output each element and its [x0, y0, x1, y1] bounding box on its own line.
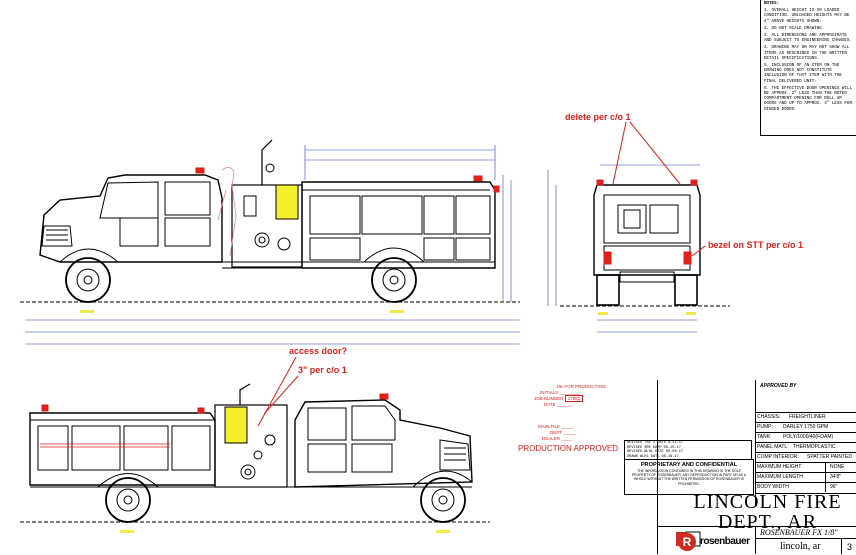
note-item: 2. DO NOT SCALE DRAWING.: [764, 26, 825, 31]
stamp-approved: PRODUCTION APPROVED: [518, 444, 619, 453]
spec-row-pump: PUMP:DARLEY 1750 GPM: [755, 422, 856, 433]
stamp-job-number: 17882: [564, 395, 584, 402]
annotation-three-inch: 3" per c/o 1: [298, 365, 347, 375]
note-item: 3. ALL DIMENSIONS ARE APPROXIMATE AND SU…: [764, 34, 852, 44]
spec-row-panel: PANEL MATL:THERMOPLASTIC: [755, 442, 856, 453]
brand-name: rosenbauer: [700, 536, 750, 547]
stamp-main-file-label: MAIN FILE: [538, 424, 561, 429]
revision-row: REVISED WLH1 DATE 09-08-17: [627, 450, 684, 455]
note-item: 5. INCLUSION OF AN ITEM ON THE DRAWING D…: [764, 64, 842, 84]
brand-logo-icon: R: [678, 533, 696, 551]
stamp-dealer-label: DEALER: [542, 436, 561, 441]
customer-line-1: LINCOLN FIRE: [693, 491, 842, 513]
spec-row-tank: TANK:POLY/1000/40(FOAM): [755, 432, 856, 443]
annotation-access-door: access door?: [289, 346, 348, 356]
side-elevation-driver: [20, 139, 520, 345]
spec-row-comp: COMP INTERIOR:SPATTER PAINTED: [755, 452, 856, 463]
stamp-job-label: JOB NUMBER: [534, 396, 564, 401]
approved-box: APPROVED BY: [755, 380, 856, 412]
side-elevation-passenger: [20, 383, 490, 523]
spec-row-chassis: CHASSIS:FREIGHTLINER: [755, 412, 856, 423]
proprietary-title: PROPRIETARY AND CONFIDENTIAL: [640, 462, 738, 468]
note-item: 1. OVERALL HEIGHT IS IN LOADED CONDITION…: [764, 9, 850, 24]
note-item: 6. THE EFFECTIVE DOOR OPENINGS WILL BE A…: [764, 86, 852, 112]
stamp-date-label: DATE: [544, 402, 556, 407]
production-stamp: OK FOR PRODUCTION INITIALS ________ JOB …: [518, 384, 628, 454]
sheet-number: 3: [841, 538, 856, 554]
revision-row: DRAWN WLH1 DATE 08-16-17: [627, 454, 679, 459]
customer-name: LINCOLN FIRE DEPT., AR: [678, 492, 856, 532]
annotation-delete: delete per c/o 1: [565, 112, 631, 122]
model-label: ROSENBAUER FX 1/8": [755, 526, 856, 538]
stamp-dept-label: DEPT: [550, 430, 562, 435]
file-name: lincoln, ar: [755, 538, 841, 554]
title-block: APPROVED BY CHASSIS:FREIGHTLINER PUMP:DA…: [657, 380, 856, 554]
proprietary-box: PROPRIETARY AND CONFIDENTIAL THE INFORMA…: [624, 459, 754, 495]
customer-line-2: DEPT., AR: [717, 511, 818, 533]
revision-row: REVISED TSE 1 DATE 8-11-17: [627, 441, 684, 445]
annotation-bezel: bezel on STT per c/o 1: [708, 240, 804, 250]
notes-panel: NOTES: 1. OVERALL HEIGHT IS IN LOADED CO…: [760, 0, 856, 136]
proprietary-body: THE INFORMATION CONTAINED IN THIS DRAWIN…: [631, 469, 747, 486]
note-item: 4. DRAWING MAY OR MAY NOT SHOW ALL ITEMS…: [764, 46, 850, 61]
revision-row: REVISED SRE DATE 09-15-17: [627, 445, 681, 450]
stamp-ok: OK FOR PRODUCTION: [556, 384, 606, 389]
stamp-initials-label: INITIALS: [540, 390, 559, 395]
brand-box: R rosenbauer: [658, 526, 755, 554]
notes-heading: NOTES:: [764, 2, 780, 6]
approved-by-label: APPROVED BY: [760, 383, 797, 389]
rear-elevation: [547, 164, 730, 333]
